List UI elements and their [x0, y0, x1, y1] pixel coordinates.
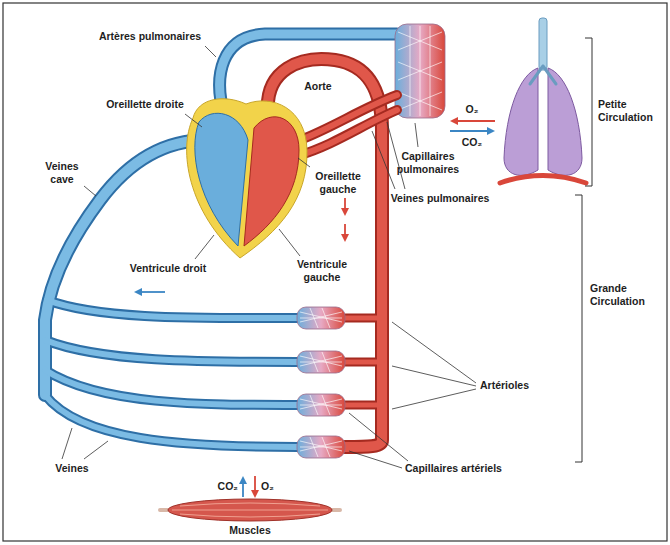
vessel-label: Veines cave — [39, 160, 85, 186]
section-label: Petite Circulation — [598, 98, 664, 124]
bracket — [575, 38, 592, 462]
gas-label: O₂ — [466, 103, 479, 116]
gas-label: O₂ — [261, 480, 274, 493]
gas-exchange-arrows — [450, 117, 495, 135]
section-label: Grande Circulation — [590, 282, 656, 308]
gas-label: CO₂ — [218, 480, 238, 493]
vessel-label: Capillaires pulmonaires — [390, 150, 466, 176]
heart — [187, 99, 307, 258]
organ-label: Muscles — [229, 524, 270, 537]
muscle — [160, 499, 340, 521]
heart-label: Oreillette gauche — [307, 170, 369, 196]
vessel-label: Capillaires artériels — [405, 462, 502, 475]
vessel-label: Artères pulmonaires — [99, 30, 201, 43]
pulmonary-veins — [300, 95, 397, 155]
heart-label: Ventricule gauche — [290, 258, 354, 284]
frame — [3, 3, 667, 541]
vessel-label: Veines — [55, 462, 88, 475]
vessel-label: Aorte — [304, 80, 331, 93]
pulmonary-capillaries — [395, 24, 445, 118]
heart-label: Ventricule droit — [130, 262, 206, 275]
lungs — [500, 18, 586, 183]
gas-label: CO₂ — [462, 136, 482, 149]
leader-line — [62, 46, 476, 468]
gas-exchange-arrows — [239, 476, 259, 498]
heart-label: Oreillette droite — [106, 98, 184, 111]
vessel-label: Veines pulmonaires — [391, 192, 490, 205]
vessel-label: Artérioles — [480, 379, 529, 392]
capillary-beds — [297, 307, 345, 458]
